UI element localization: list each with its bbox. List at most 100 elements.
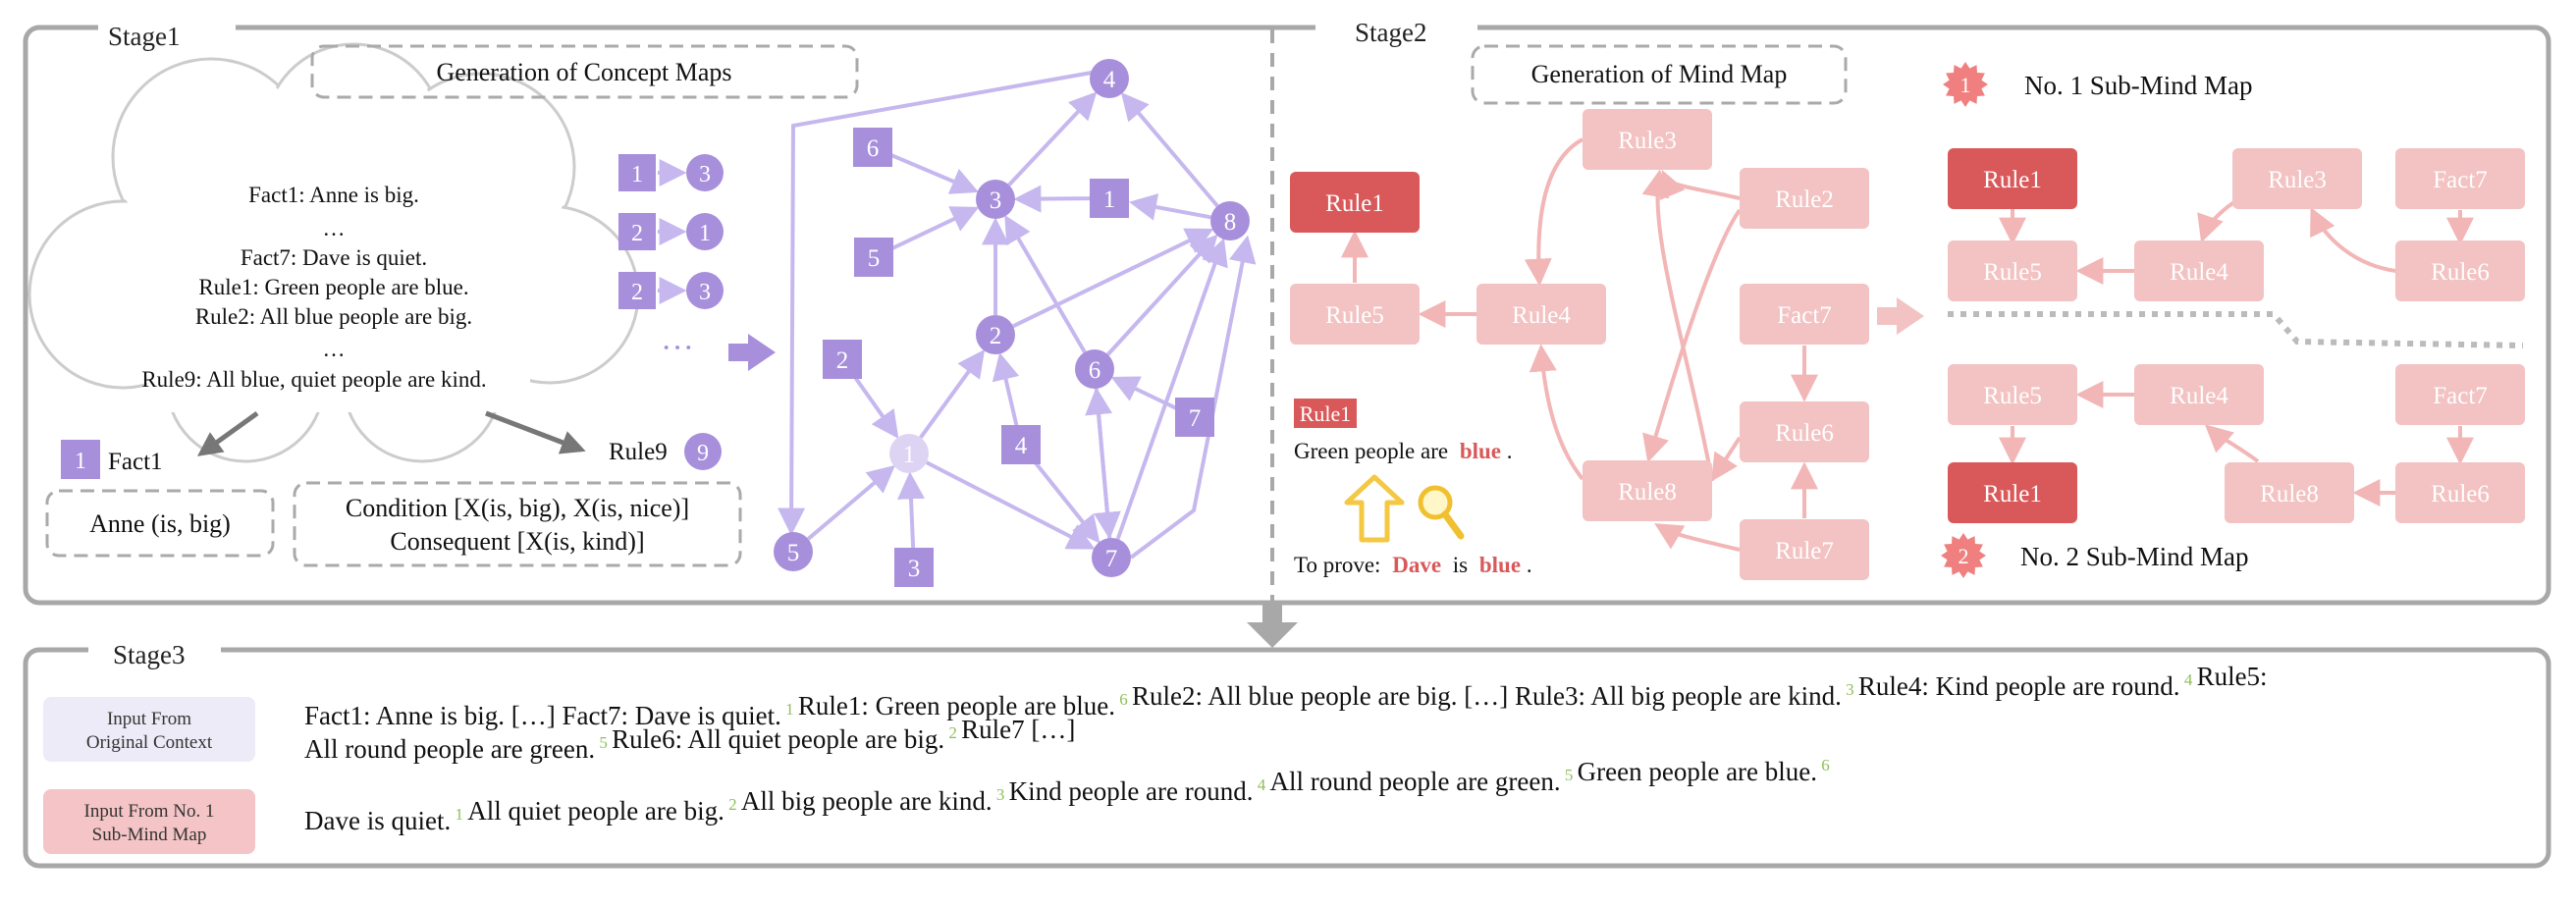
edge-n7-n8-outer [1129,235,1257,560]
edge-n6-n8 [1106,234,1218,356]
graph-fact-num: 6 [867,135,880,162]
graph-node-num: 3 [990,187,1002,214]
input-submap-label-2: Sub-Mind Map [92,825,207,845]
prove-dave: Dave [1392,553,1441,577]
graph-node-circle [774,532,813,571]
stage3-title: Stage3 [113,640,186,669]
edge-n2-n8 [1012,228,1214,329]
mind-node-rule4 [1476,284,1606,345]
graph-fact-num: 7 [1189,405,1202,432]
context-text-line2: All round people are green. 5 Rule6: All… [304,715,1075,764]
stage3-title-bg [88,634,221,669]
mind-node-fact7 [2395,148,2525,209]
legend-tag: Rule1 [1300,401,1352,426]
up-arrow-icon [1344,474,1405,543]
mind-node-rule8 [1583,460,1712,521]
context-segment: All round people are green. [304,734,595,764]
mind-node-rule8 [2225,462,2354,523]
legend-tag-bg [1294,399,1357,428]
fact-num: 1 [75,449,86,474]
pair-fact-num: 2 [631,221,643,246]
pair-node-num: 1 [699,221,711,246]
mind-node-rule2 [1740,168,1869,229]
prove-prefix: To prove: [1294,553,1380,577]
step-superscript: 6 [1817,756,1830,774]
stage-arrow-head [1247,622,1298,648]
legend-text: Green people are blue . [1294,439,1513,463]
context-segment: Kind people are round. [1009,776,1254,806]
pair-fact-square [618,272,656,309]
mind-node-label: Rule8 [2260,481,2319,507]
graph-fact-num: 5 [868,245,881,272]
context-segment: Fact1: Anne is big. […] Fact7: Dave is q… [304,701,781,730]
mind-node-label: Rule4 [2170,259,2228,286]
sub1-edge-rule6-rule3 [2310,206,2396,273]
edge-n5-n1 [806,464,895,541]
concept-arrow-shaft [728,344,750,361]
pair-fact-num: 2 [631,280,643,305]
graph-node-circle [1075,349,1114,389]
context-segment: Rule6: All quiet people are big. [612,724,944,754]
edge-f4-n2 [992,351,1020,426]
stage3-frame [23,647,2551,869]
graph-fact-num: 2 [836,347,849,374]
cloud-to-rule-arrow [485,410,586,454]
prove-text: To prove: Dave is blue . [1294,553,1532,577]
mind-node-label: Rule6 [2431,481,2490,507]
rule-repr-condition: Condition [X(is, big), X(is, nice)] [346,494,689,522]
edge-rule2-rule8 [1642,208,1742,463]
mind-node-label: Rule1 [1983,167,2042,193]
context-segment: Rule2: All blue people are big. […] Rule… [1132,681,1842,711]
mind-node-label: Rule6 [1775,420,1834,447]
mind-node-label: Rule5 [1983,383,2042,409]
context-segment: Dave is quiet. [304,806,451,835]
graph-node-circle [889,434,929,473]
sub2-edge-rule8-rule4 [2204,424,2260,463]
rule-num-circle [684,433,722,470]
context-segment: Rule5: [2197,662,2268,691]
context-cloud-fill [32,47,635,458]
mind-node-label: Rule4 [1512,302,1571,329]
context-segment: All quiet people are big. [467,796,724,826]
mind-title: Generation of Mind Map [1531,60,1788,88]
mind-node-label: Rule5 [1983,259,2042,286]
cloud-line: Fact1: Anne is big. [248,183,419,207]
mind-node-label: Rule1 [1983,481,2042,507]
mind-node-label: Fact7 [1777,302,1832,329]
mind-node-label: Rule8 [1618,479,1677,506]
fact-label: Fact1 [108,449,163,475]
mind-node-rule3 [2232,148,2362,209]
sub1-num: 1 [1960,73,1971,97]
cloud-line: Rule2: All blue people are big. [195,304,472,329]
submap-text-line: Dave is quiet. 1 All quiet people are bi… [304,756,1830,835]
step-superscript: 1 [781,700,798,719]
mind-node-label: Rule1 [1325,190,1384,217]
step-superscript: 5 [1561,766,1578,784]
pairs-ellipsis: ··· [661,330,694,366]
graph-fact-square [823,340,862,379]
prove-is: is [1453,553,1468,577]
edge-n1-n7 [925,460,1096,550]
input-original-label-box [43,697,255,762]
edge-n3-n4 [1007,91,1098,187]
mind-node-fact7 [1740,284,1869,345]
input-original-label-1: Input From [107,709,191,729]
step-superscript: 5 [595,733,612,752]
fact-repr: Anne (is, big) [89,509,231,538]
cloud-line: Fact7: Dave is quiet. [241,245,427,270]
cloud-line: Rule9: All blue, quiet people are kind. [141,367,486,392]
mind-node-rule6 [2395,462,2525,523]
context-segment: Rule7 […] [961,715,1075,744]
graph-node-circle [976,180,1015,219]
legend-period: . [1507,439,1513,463]
graph-node-num: 1 [903,442,916,468]
prove-blue: blue [1479,553,1521,577]
mind-node-label: Rule3 [2268,167,2327,193]
pair-fact-num: 1 [631,162,643,187]
graph-fact-square [1090,179,1129,218]
stage-arrow-shaft [1262,603,1282,626]
mind-node-rule4 [2134,364,2264,425]
input-original-label-2: Original Context [86,732,213,753]
graph-node-circle [1092,538,1131,577]
